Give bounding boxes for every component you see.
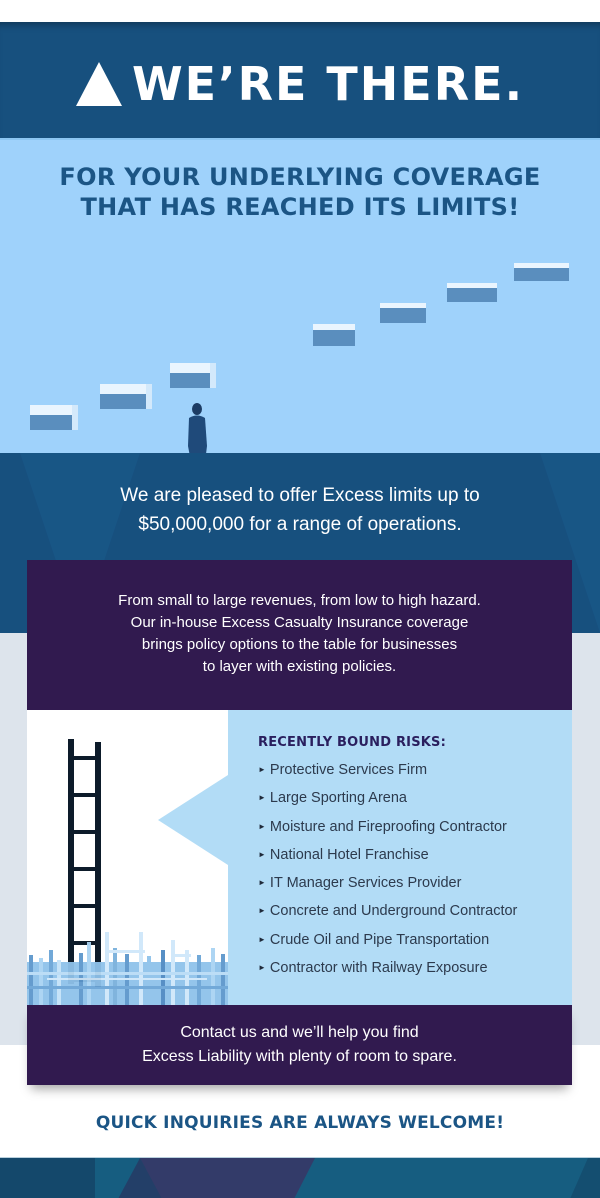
hero-headline: FOR YOUR UNDERLYING COVERAGE THAT HAS RE…	[0, 162, 600, 222]
decorative-shape	[118, 1158, 162, 1198]
risk-label: Concrete and Underground Contractor	[269, 903, 518, 920]
risks-list: ►Protective Services Firm ►Large Sportin…	[258, 760, 517, 986]
intro-text: From small to large revenues, from low t…	[60, 590, 540, 678]
risk-label: Moisture and Fireproofing Contractor	[269, 818, 507, 835]
header-title: WE’RE THERE.	[131, 57, 525, 111]
hero-section: FOR YOUR UNDERLYING COVERAGE THAT HAS RE…	[0, 138, 600, 508]
triangle-logo-icon	[75, 62, 122, 106]
step-5-icon	[380, 303, 426, 323]
offer-line2: $50,000,000 for a range of operations.	[138, 514, 462, 535]
footer-band	[0, 1157, 600, 1198]
ladder-illustration	[27, 710, 228, 1005]
offer-text: We are pleased to offer Excess limits up…	[0, 481, 600, 539]
contact-box: Contact us and we’ll help you find Exces…	[27, 1005, 572, 1085]
risk-label: Contractor with Railway Exposure	[269, 960, 488, 977]
ladder-icon	[27, 739, 228, 1005]
offer-line1: We are pleased to offer Excess limits up…	[120, 485, 480, 506]
intro-line3: brings policy options to the table for b…	[141, 636, 458, 653]
risk-label: National Hotel Franchise	[269, 846, 429, 863]
intro-line4: to layer with existing policies.	[202, 658, 397, 675]
bullet-arrow-icon: ►	[258, 878, 266, 888]
quick-inquiries-cta[interactable]: QUICK INQUIRIES ARE ALWAYS WELCOME!	[95, 1113, 505, 1133]
step-2-icon	[100, 384, 152, 409]
decorative-shape	[570, 1158, 600, 1198]
bullet-arrow-icon: ►	[258, 934, 266, 944]
list-item: ►Crude Oil and Pipe Transportation	[258, 930, 517, 958]
list-item: ►Concrete and Underground Contractor	[258, 901, 517, 929]
intro-line1: From small to large revenues, from low t…	[118, 592, 481, 609]
list-item: ►Moisture and Fireproofing Contractor	[258, 817, 517, 845]
step-4-icon	[313, 324, 355, 346]
list-item: ►Large Sporting Arena	[258, 788, 517, 816]
pointer-arrow	[158, 775, 228, 865]
step-7-icon	[514, 263, 569, 281]
bullet-arrow-icon: ►	[258, 849, 266, 859]
risk-label: Large Sporting Arena	[269, 790, 407, 807]
risks-content: RECENTLY BOUND RISKS: ►Protective Servic…	[228, 710, 572, 1005]
risks-panel: RECENTLY BOUND RISKS: ►Protective Servic…	[27, 710, 572, 1005]
step-6-icon	[447, 283, 497, 302]
step-1-icon	[30, 405, 78, 430]
hero-headline-line2: THAT HAS REACHED ITS LIMITS!	[80, 193, 520, 221]
contact-text: Contact us and we’ll help you find Exces…	[142, 1021, 457, 1069]
list-item: ►National Hotel Franchise	[258, 845, 517, 873]
list-item: ►IT Manager Services Provider	[258, 873, 517, 901]
bullet-arrow-icon: ►	[258, 793, 266, 803]
step-3-icon	[170, 363, 216, 388]
hero-headline-line1: FOR YOUR UNDERLYING COVERAGE	[59, 163, 541, 191]
decorative-shape	[70, 1158, 95, 1198]
contact-line1: Contact us and we’ll help you find	[180, 1024, 419, 1041]
risk-label: IT Manager Services Provider	[269, 875, 462, 892]
decorative-shape	[140, 1158, 315, 1198]
risk-label: Protective Services Firm	[269, 762, 428, 778]
header-banner: WE’RE THERE.	[0, 22, 600, 138]
bullet-arrow-icon: ►	[258, 765, 266, 774]
bullet-arrow-icon: ►	[258, 963, 266, 973]
intro-box: From small to large revenues, from low t…	[27, 560, 572, 710]
list-item: ►Contractor with Railway Exposure	[258, 958, 517, 986]
bullet-arrow-icon: ►	[258, 906, 266, 916]
intro-line2: Our in-house Excess Casualty Insurance c…	[130, 614, 469, 631]
bullet-arrow-icon: ►	[258, 821, 266, 831]
list-item: ►Protective Services Firm	[258, 760, 517, 788]
risk-label: Crude Oil and Pipe Transportation	[269, 931, 490, 948]
contact-line2: Excess Liability with plenty of room to …	[142, 1048, 457, 1065]
risks-title: RECENTLY BOUND RISKS:	[258, 735, 447, 750]
